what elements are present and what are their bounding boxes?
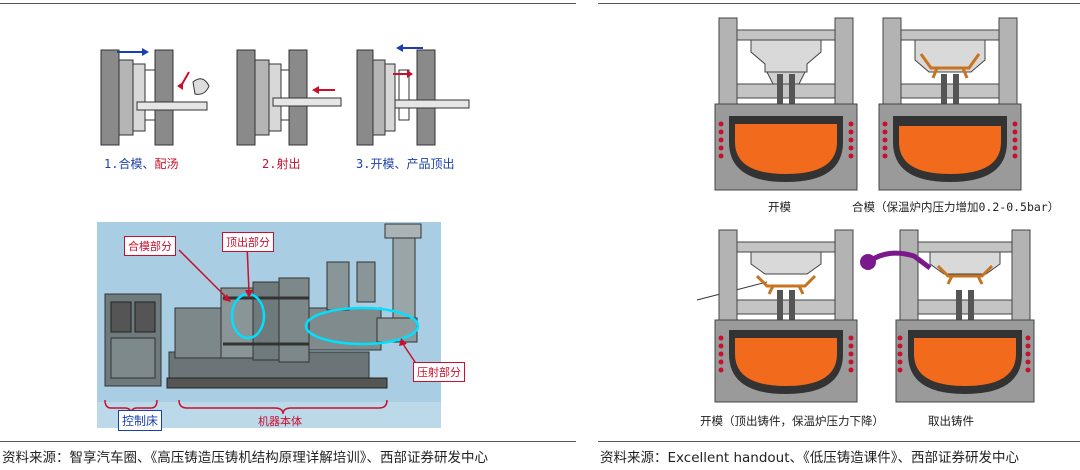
- hpdc-step2-diagram: [236, 49, 342, 146]
- control-cabinet-callout: 控制床: [118, 410, 163, 431]
- bottom-rule: [598, 441, 1080, 442]
- hpdc-step2-label: 2.射出: [262, 157, 301, 171]
- lpdc-open-diagram: [714, 17, 858, 191]
- hpdc-step1-label: 1.合模、配汤: [104, 157, 179, 171]
- lpdc-eject-diagram: [696, 229, 858, 403]
- bottom-rule: [0, 441, 576, 442]
- lpdc-panel: 开模 合模（保温炉内压力增加0.2-0.5bar） 开模（顶出铸件，保温炉压力下…: [598, 0, 1080, 470]
- lpdc-remove-diagram: [860, 229, 1035, 403]
- machine-body-label: 机器本体: [258, 415, 302, 428]
- die-casting-machine-image: [97, 222, 441, 428]
- lpdc-close-label: 合模（保温炉内压力增加0.2-0.5bar）: [852, 200, 1060, 214]
- shot-section-callout: 压射部分: [413, 362, 465, 382]
- hpdc-step1-diagram: [100, 48, 210, 146]
- hpdc-step3-diagram: [356, 44, 470, 146]
- hpdc-step3-label: 3.开模、产品顶出: [356, 157, 455, 171]
- top-rule: [598, 3, 1080, 4]
- source-note: 资料来源：Excellent handout、《低压铸造课件》、西部证券研发中心: [600, 450, 1020, 466]
- lpdc-remove-label: 取出铸件: [928, 414, 974, 428]
- lpdc-open-label: 开模: [768, 200, 791, 214]
- lpdc-eject-label: 开模（顶出铸件，保温炉压力下降）: [700, 414, 884, 428]
- top-rule: [0, 3, 576, 4]
- source-note: 资料来源：智享汽车圈、《高压铸造压铸机结构原理详解培训》、西部证券研发中心: [2, 450, 488, 466]
- eject-section-callout: 顶出部分: [222, 232, 274, 252]
- clamp-section-callout: 合模部分: [124, 236, 176, 256]
- lpdc-close-diagram: [878, 17, 1022, 191]
- hpdc-panel: 1.合模、配汤 2.射出 3.开模、产品顶出: [0, 3, 576, 466]
